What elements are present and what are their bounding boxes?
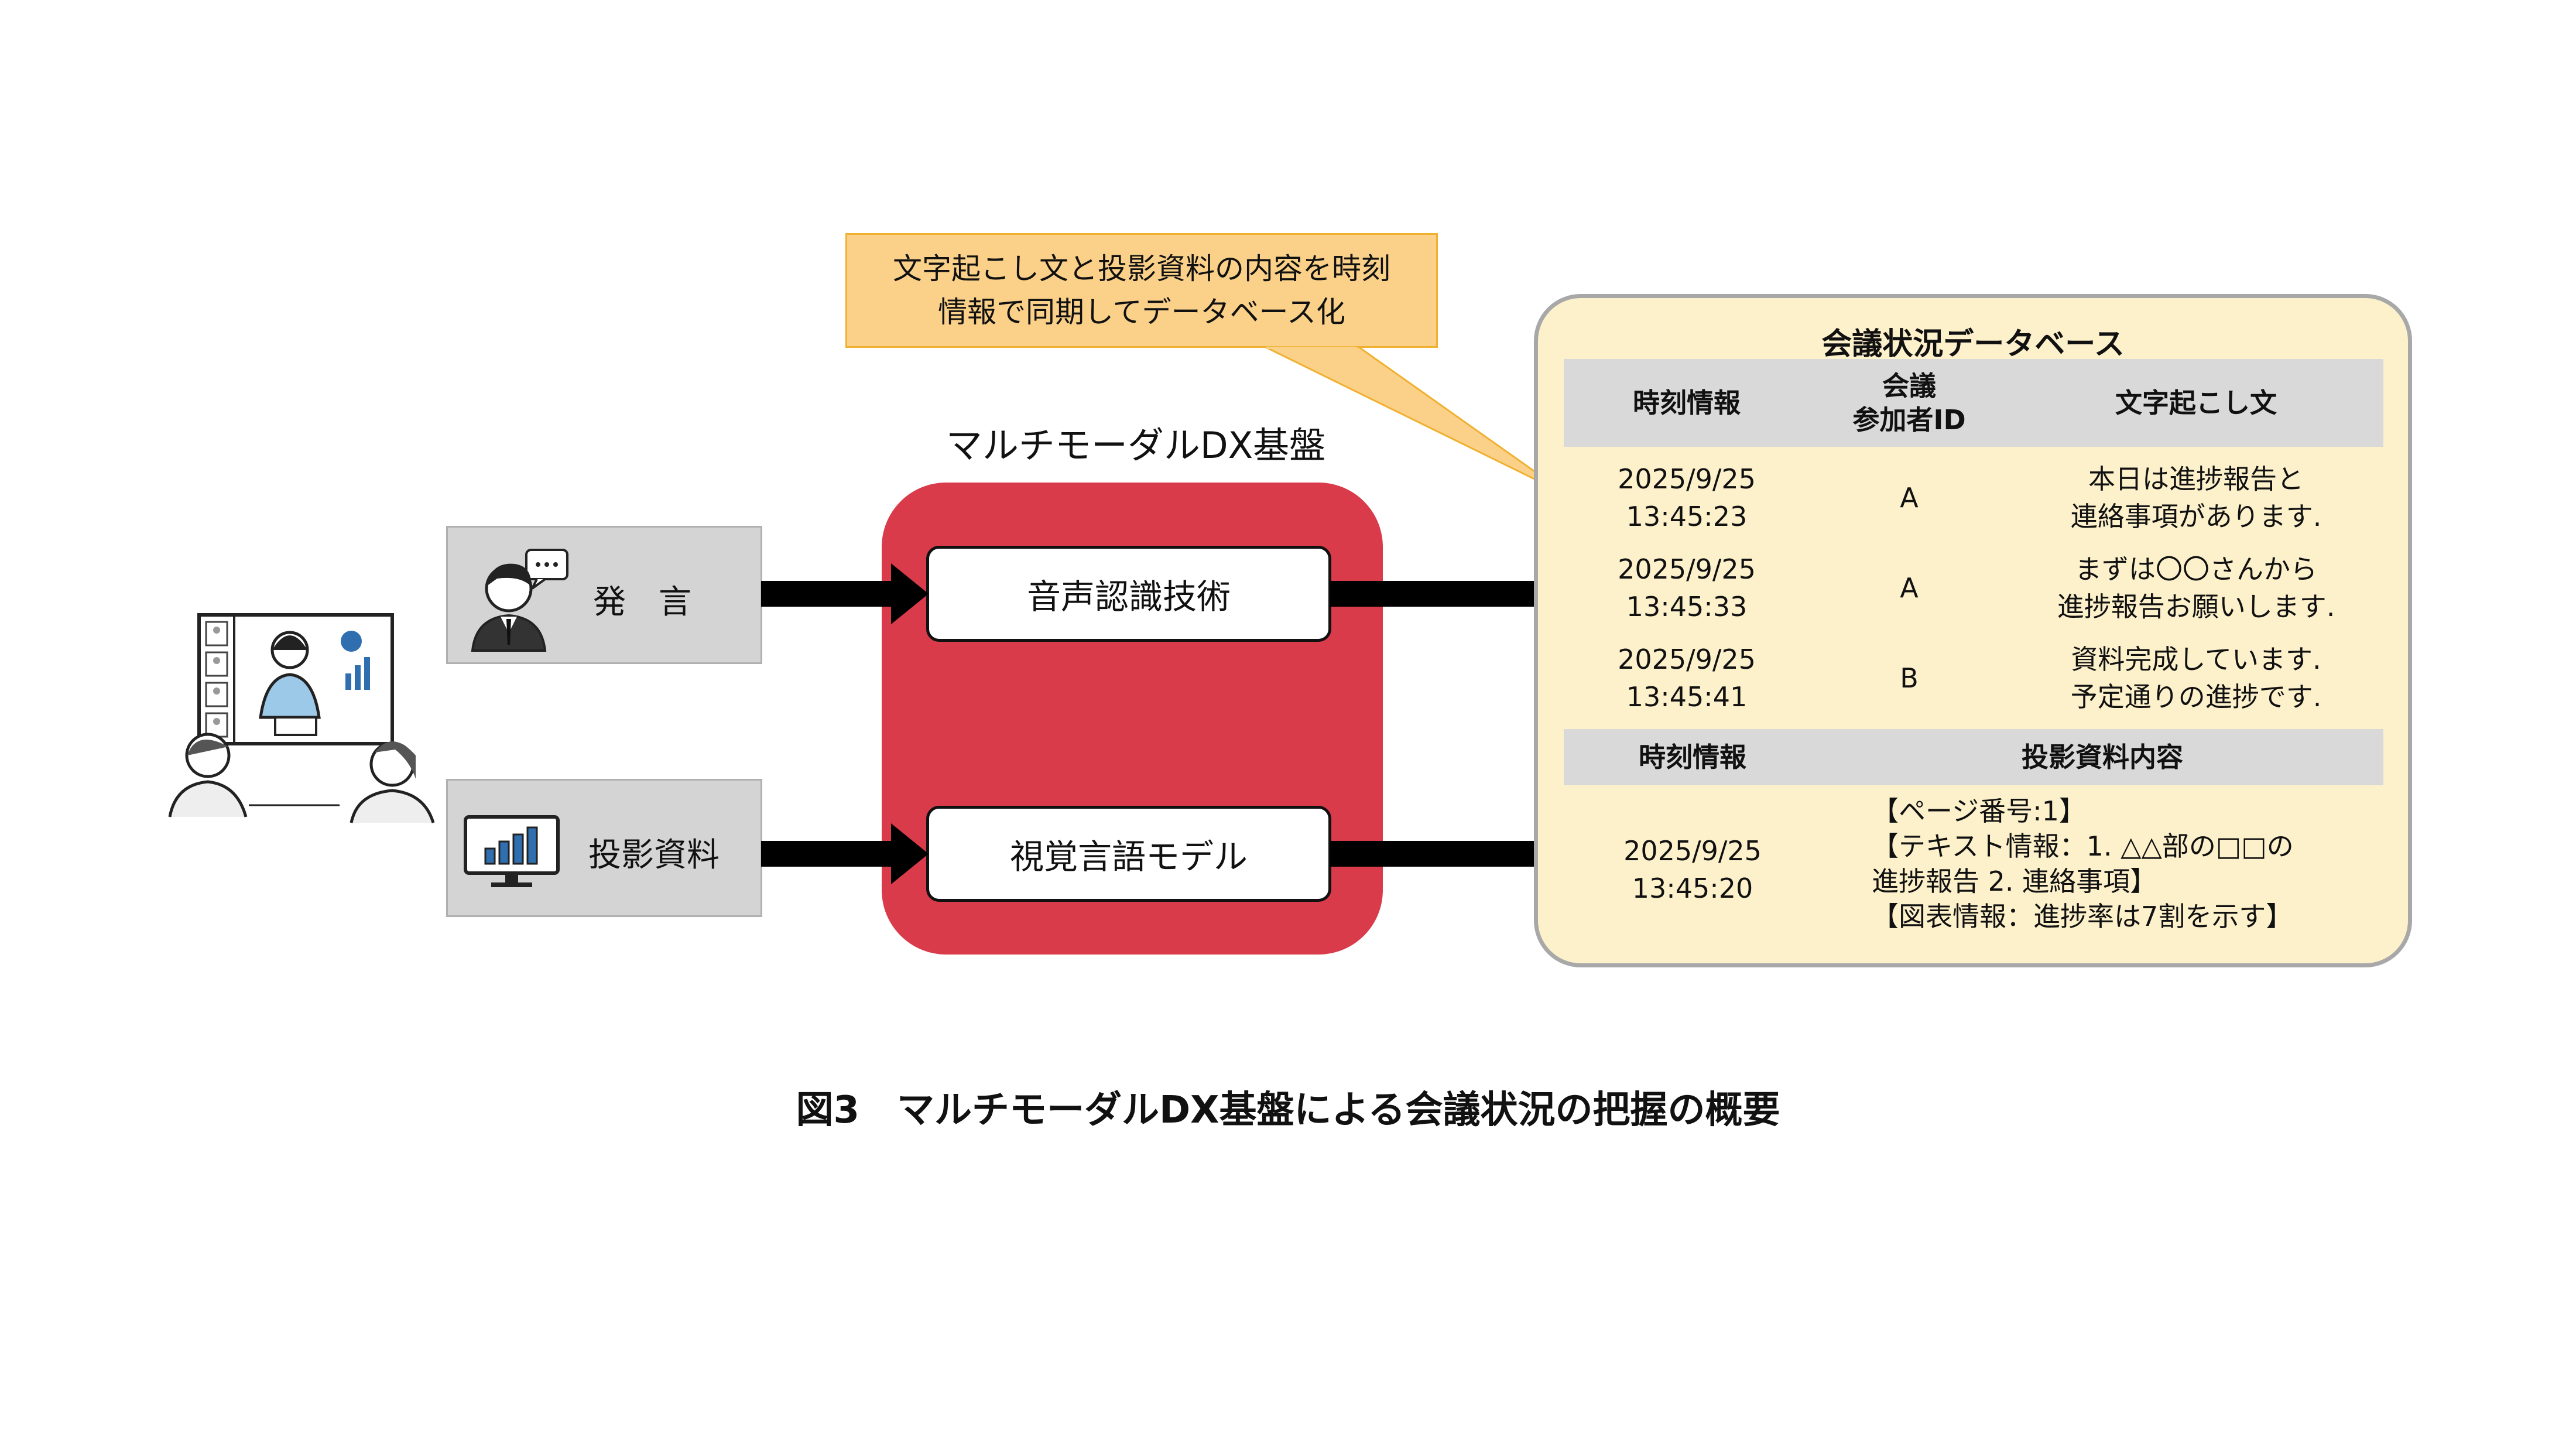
speech-input-box: 発 言 [446, 526, 762, 664]
row-3-time: 2025/9/25 13:45:41 [1618, 644, 1756, 713]
slide-content-line-1: 【ページ番号:1】 [1872, 795, 2086, 827]
callout-line-1: 文字起こし文と投影資料の内容を時刻 [893, 252, 1390, 286]
row-1-participant: A [1900, 482, 1919, 514]
vision-language-model-box: 視覚言語モデル [926, 806, 1331, 902]
row-2-participant: A [1900, 572, 1919, 604]
header-participant-id: 会議 参加者ID [1852, 370, 1966, 436]
arrow-slides-to-vlm [761, 823, 929, 884]
platform-title: マルチモーダルDX基盤 [946, 424, 1326, 467]
meeting-status-database: 会議状況データベース 時刻情報 会議 参加者ID 文字起こし文 2025/9/2… [1534, 294, 2412, 967]
header-transcript: 文字起こし文 [2115, 387, 2277, 419]
slides-table-header: 時刻情報 投影資料内容 [1564, 729, 2383, 785]
header-slide-time: 時刻情報 [1639, 741, 1746, 773]
row-2-transcript: まずは〇〇さんから 進捗報告お願いします. [2057, 553, 2335, 622]
arrow-speech-to-recognition [761, 563, 929, 624]
row-1-transcript: 本日は進捗報告と 連絡事項があります. [2070, 463, 2322, 532]
sync-callout-box: 文字起こし文と投影資料の内容を時刻 情報で同期してデータベース化 [845, 233, 1438, 348]
database-title: 会議状況データベース [1821, 326, 2125, 362]
online-meeting-illustration [168, 613, 435, 823]
header-slide-content: 投影資料内容 [2022, 741, 2183, 773]
figure-caption: 図3 マルチモーダルDX基盤による会議状況の把握の概要 [796, 1089, 1780, 1132]
speech-recognition-box: 音声認識技術 [926, 546, 1331, 642]
slide-row-content: 【ページ番号:1】 【テキスト情報：1. △△部の□□の 進捗報告 2. 連絡事… [1872, 793, 2369, 946]
row-3-participant: B [1900, 662, 1919, 694]
monitor-chart-icon [464, 815, 560, 887]
row-1-time: 2025/9/25 13:45:23 [1618, 463, 1756, 532]
slide-content-line-3: 進捗報告 2. 連絡事項】 [1872, 866, 2157, 897]
businessman-speech-icon [471, 549, 568, 652]
header-time: 時刻情報 [1633, 387, 1741, 419]
row-3-transcript: 資料完成しています. 予定通りの進捗です. [2070, 644, 2322, 713]
speech-table-header: 時刻情報 会議 参加者ID 文字起こし文 [1564, 359, 2383, 447]
row-2-time: 2025/9/25 13:45:33 [1618, 553, 1756, 622]
callout-tail [1265, 347, 1571, 498]
slides-input-box: 投影資料 [446, 779, 762, 917]
slide-content-line-2: 【テキスト情報：1. △△部の□□の [1872, 830, 2294, 862]
speech-input-label: 発 言 [593, 583, 691, 621]
callout-line-2: 情報で同期してデータベース化 [938, 295, 1345, 329]
slides-input-label: 投影資料 [588, 836, 720, 874]
slide-content-line-4: 【図表情報：進捗率は7割を示す】 [1872, 901, 2293, 932]
slide-row-time: 2025/9/25 13:45:20 [1623, 835, 1762, 904]
